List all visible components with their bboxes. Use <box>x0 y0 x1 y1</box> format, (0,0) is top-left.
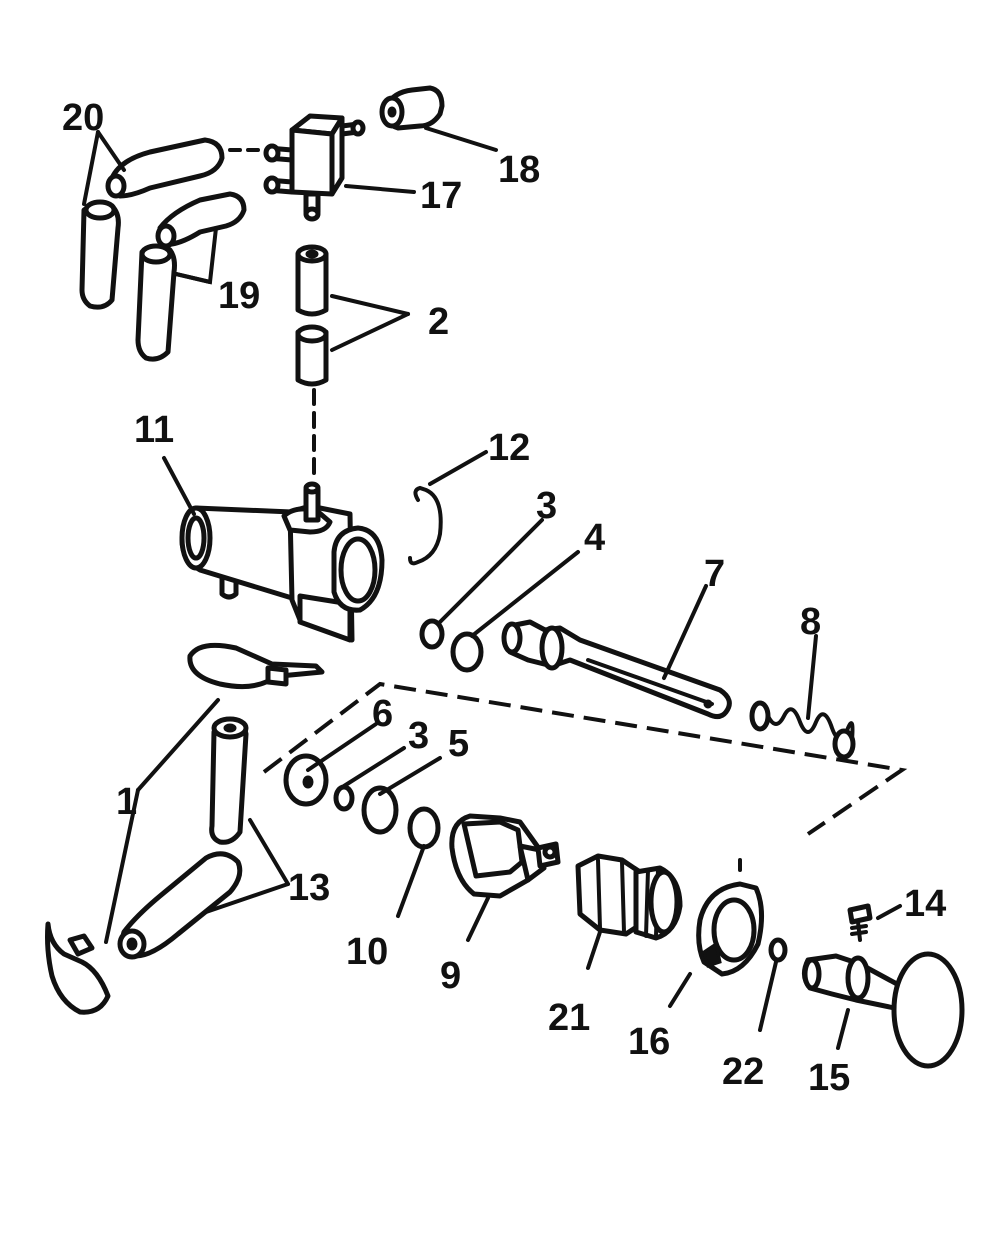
part-16-retaining-ring <box>696 881 764 977</box>
callout-15: 15 <box>808 1057 850 1099</box>
callout-17: 17 <box>420 175 462 217</box>
part-22-o-ring <box>768 937 788 963</box>
callout-2: 2 <box>428 301 449 343</box>
callout-21: 21 <box>548 997 590 1039</box>
part-3-o-ring-upper <box>419 618 445 650</box>
callout-6: 6 <box>372 693 393 735</box>
part-4-o-ring <box>450 631 484 673</box>
callout-1: 1 <box>116 781 137 823</box>
part-2-tubes <box>295 244 329 484</box>
callout-7: 7 <box>704 553 725 595</box>
callout-14: 14 <box>904 883 946 925</box>
part-5-seal-ring <box>361 785 399 835</box>
part-3-o-ring-lower <box>333 784 355 812</box>
callout-10: 10 <box>346 931 388 973</box>
part-13-hoses <box>117 716 249 960</box>
callout-9: 9 <box>440 955 461 997</box>
part-8-spring <box>749 700 856 760</box>
part-11-valve-body <box>179 481 385 643</box>
part-1-clamp-upper <box>187 642 325 690</box>
callout-11: 11 <box>134 409 174 451</box>
callout-5: 5 <box>448 723 469 765</box>
part-1-clamp-lower <box>45 921 111 1015</box>
callout-18: 18 <box>498 149 540 191</box>
part-15-push-button <box>802 951 965 1069</box>
part-7-plunger <box>501 619 732 720</box>
part-18-cap <box>379 85 445 131</box>
callout-22: 22 <box>722 1051 764 1093</box>
callout-8: 8 <box>800 601 821 643</box>
callout-4: 4 <box>584 517 605 559</box>
part-19-hoses <box>135 191 247 362</box>
callout-labels: 20 19 17 18 2 11 12 3 4 7 8 6 3 5 1 13 1… <box>62 97 946 1099</box>
part-20-hoses <box>79 137 260 310</box>
callout-13: 13 <box>288 867 330 909</box>
part-9-valve-seat <box>449 813 561 899</box>
leader-lines <box>82 126 902 1050</box>
callout-16: 16 <box>628 1021 670 1063</box>
part-10-ring <box>407 806 441 850</box>
group-outline <box>262 681 908 836</box>
callout-3-upper: 3 <box>536 485 557 527</box>
callout-12: 12 <box>488 427 530 469</box>
part-17-connector <box>263 113 366 222</box>
part-6-washer <box>283 753 329 807</box>
part-12-clip <box>408 485 443 566</box>
part-21-nut <box>575 853 683 941</box>
callout-19: 19 <box>218 275 260 317</box>
callout-20: 20 <box>62 97 104 139</box>
callout-3-lower: 3 <box>408 715 429 757</box>
part-14-screw <box>847 903 873 942</box>
